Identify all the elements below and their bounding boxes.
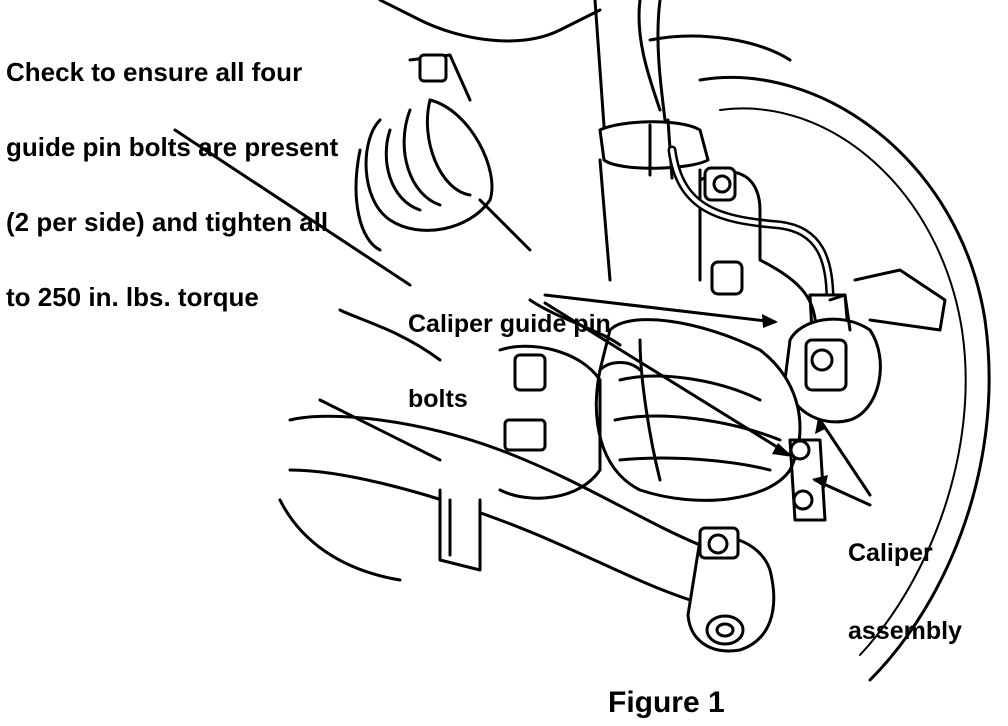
inspection-note-line: guide pin bolts are present (6, 132, 339, 162)
brake-rotor (648, 34, 991, 682)
steering-knuckle (698, 166, 818, 352)
inspection-note-line: to 250 in. lbs. torque (6, 282, 259, 312)
inspection-note-line: (2 per side) and tighten all (6, 207, 329, 237)
lower-control-arm (278, 414, 762, 622)
caliper-assembly-label: Caliper assembly (848, 488, 962, 670)
strut-assembly (593, 0, 710, 282)
caliper-body (783, 268, 947, 424)
frame-member (318, 0, 602, 462)
cv-boot-upper (364, 53, 532, 252)
caliper-assembly-label-line: Caliper (848, 539, 933, 567)
inspection-note-line: Check to ensure all four (6, 57, 303, 87)
guide-pin-bolts-label-line: Caliper guide pin (408, 310, 611, 338)
figure-caption: Figure 1 (608, 686, 725, 719)
leader-lines (173, 128, 872, 507)
ball-joint (686, 526, 776, 653)
hub-assembly (498, 344, 827, 522)
caliper-assembly-label-line: assembly (848, 617, 962, 645)
guide-pin-bolts-label-line: bolts (408, 385, 468, 413)
cv-boot-lower (594, 318, 802, 502)
guide-pin-bolts-label: Caliper guide pin bolts (408, 262, 611, 437)
inspection-note: Check to ensure all four guide pin bolts… (6, 10, 338, 335)
arrowheads (762, 314, 828, 488)
